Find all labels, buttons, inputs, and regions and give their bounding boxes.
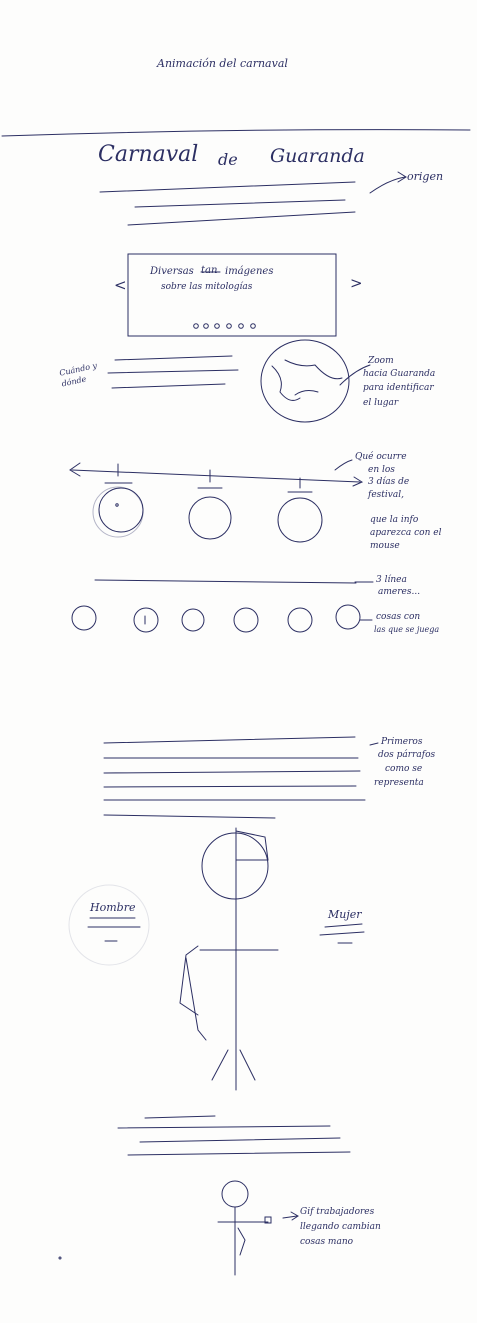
zoom-note-1: Zoom (368, 356, 394, 366)
zoom-note-4: el lugar (363, 398, 399, 408)
hombre-label[interactable]: Hombre (90, 901, 136, 914)
paragraph-note-3: como se (385, 764, 423, 774)
timeline-note-4: festival, (368, 490, 404, 500)
carousel-text-2: sobre las mitologías (161, 282, 253, 292)
gif-note-2: llegando cambian (300, 1222, 381, 1232)
gif-note-1: Gif trabajadores (300, 1207, 375, 1217)
timeline-note-7: mouse (370, 541, 400, 551)
mujer-label[interactable]: Mujer (328, 908, 362, 921)
title-word-de: de (218, 150, 238, 169)
circles-note-1: cosas con (376, 612, 421, 622)
circles-note-2: las que se juega (374, 625, 440, 634)
title-word-guaranda: Guaranda (270, 145, 365, 167)
title-word-carnaval: Carnaval (98, 142, 199, 167)
timeline-note-1: Qué ocurre (355, 452, 407, 462)
paragraph-note-1: Primeros (381, 737, 423, 747)
carousel-struck: tan (201, 265, 218, 276)
carousel-next-arrow[interactable]: > (350, 274, 363, 292)
page-heading: Animación del carnaval (157, 57, 288, 70)
carousel-prev-arrow[interactable]: < (114, 276, 127, 294)
timeline-note-3: 3 días de (368, 477, 410, 487)
line-note-2: ameres... (378, 587, 421, 597)
zoom-note-3: para identificar (363, 383, 434, 393)
timeline-note-5: que la info (370, 515, 419, 525)
paragraph-note-4: representa (374, 778, 424, 788)
gif-note-3: cosas mano (300, 1237, 354, 1247)
paragraph-note-2: dos párrafos (378, 750, 436, 760)
timeline-note-6: aparezca con el (370, 528, 442, 538)
line-note-1: 3 línea (376, 575, 407, 585)
zoom-note-2: hacia Guaranda (363, 369, 436, 379)
timeline-note-2: en los (368, 465, 395, 475)
carousel-dots[interactable] (193, 323, 256, 329)
carousel-text-1b: imágenes (225, 266, 274, 277)
carousel-text-1: Diversas (150, 266, 194, 277)
origin-note: origen (407, 170, 444, 183)
